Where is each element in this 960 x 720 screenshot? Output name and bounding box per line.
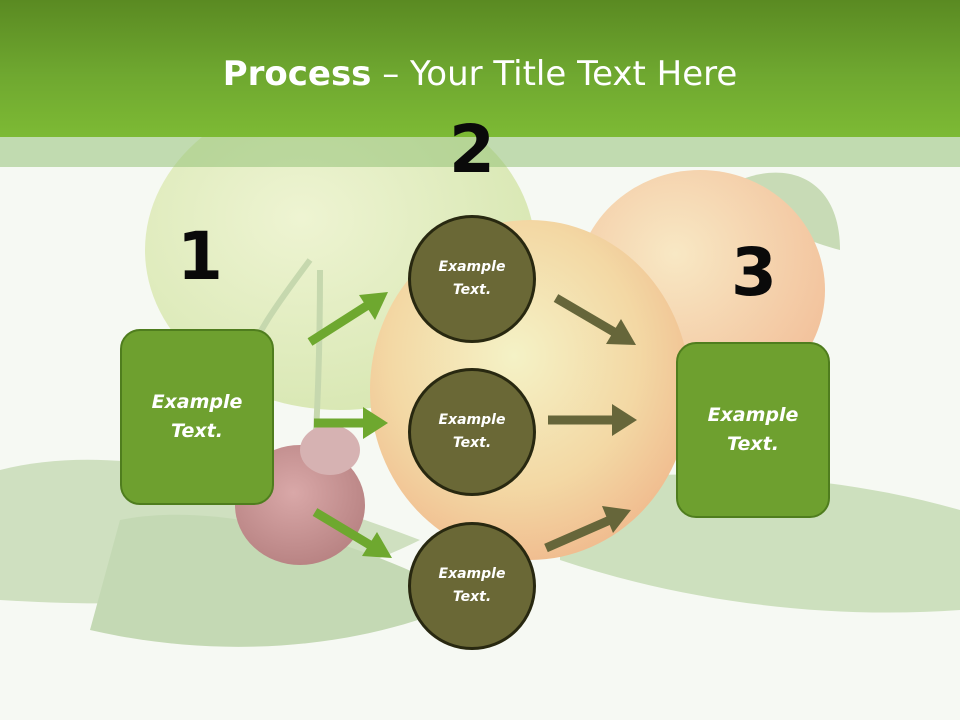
title-underline-band	[0, 137, 960, 167]
slide-title: Process – Your Title Text Here	[0, 52, 960, 96]
step-number-1: 1	[177, 218, 223, 295]
title-subtitle-text: – Your Title Text Here	[371, 54, 738, 94]
process-circle-top[interactable]: Example Text.	[408, 215, 536, 343]
process-step-1-box[interactable]: Example Text.	[120, 329, 274, 505]
step-number-3: 3	[731, 234, 777, 311]
title-bar	[0, 0, 960, 137]
process-circle-middle[interactable]: Example Text.	[408, 368, 536, 496]
process-step-3-text: Example Text.	[707, 404, 799, 455]
process-circle-bottom-text: Example Text.	[438, 566, 506, 605]
process-circle-top-text: Example Text.	[438, 259, 506, 298]
arrow-left-to-middle	[314, 407, 388, 439]
process-step-1-text: Example Text.	[151, 391, 243, 442]
step-number-2: 2	[449, 111, 495, 188]
process-step-3-box[interactable]: Example Text.	[676, 342, 830, 518]
arrow-top-to-right	[553, 294, 636, 345]
title-bold-word: Process	[222, 54, 372, 94]
process-circle-middle-text: Example Text.	[438, 412, 506, 451]
arrow-left-to-top	[307, 292, 388, 346]
arrow-bottom-to-right	[544, 506, 631, 553]
process-circle-bottom[interactable]: Example Text.	[408, 522, 536, 650]
arrow-left-to-bottom	[312, 508, 392, 558]
arrow-middle-to-right	[548, 404, 637, 436]
